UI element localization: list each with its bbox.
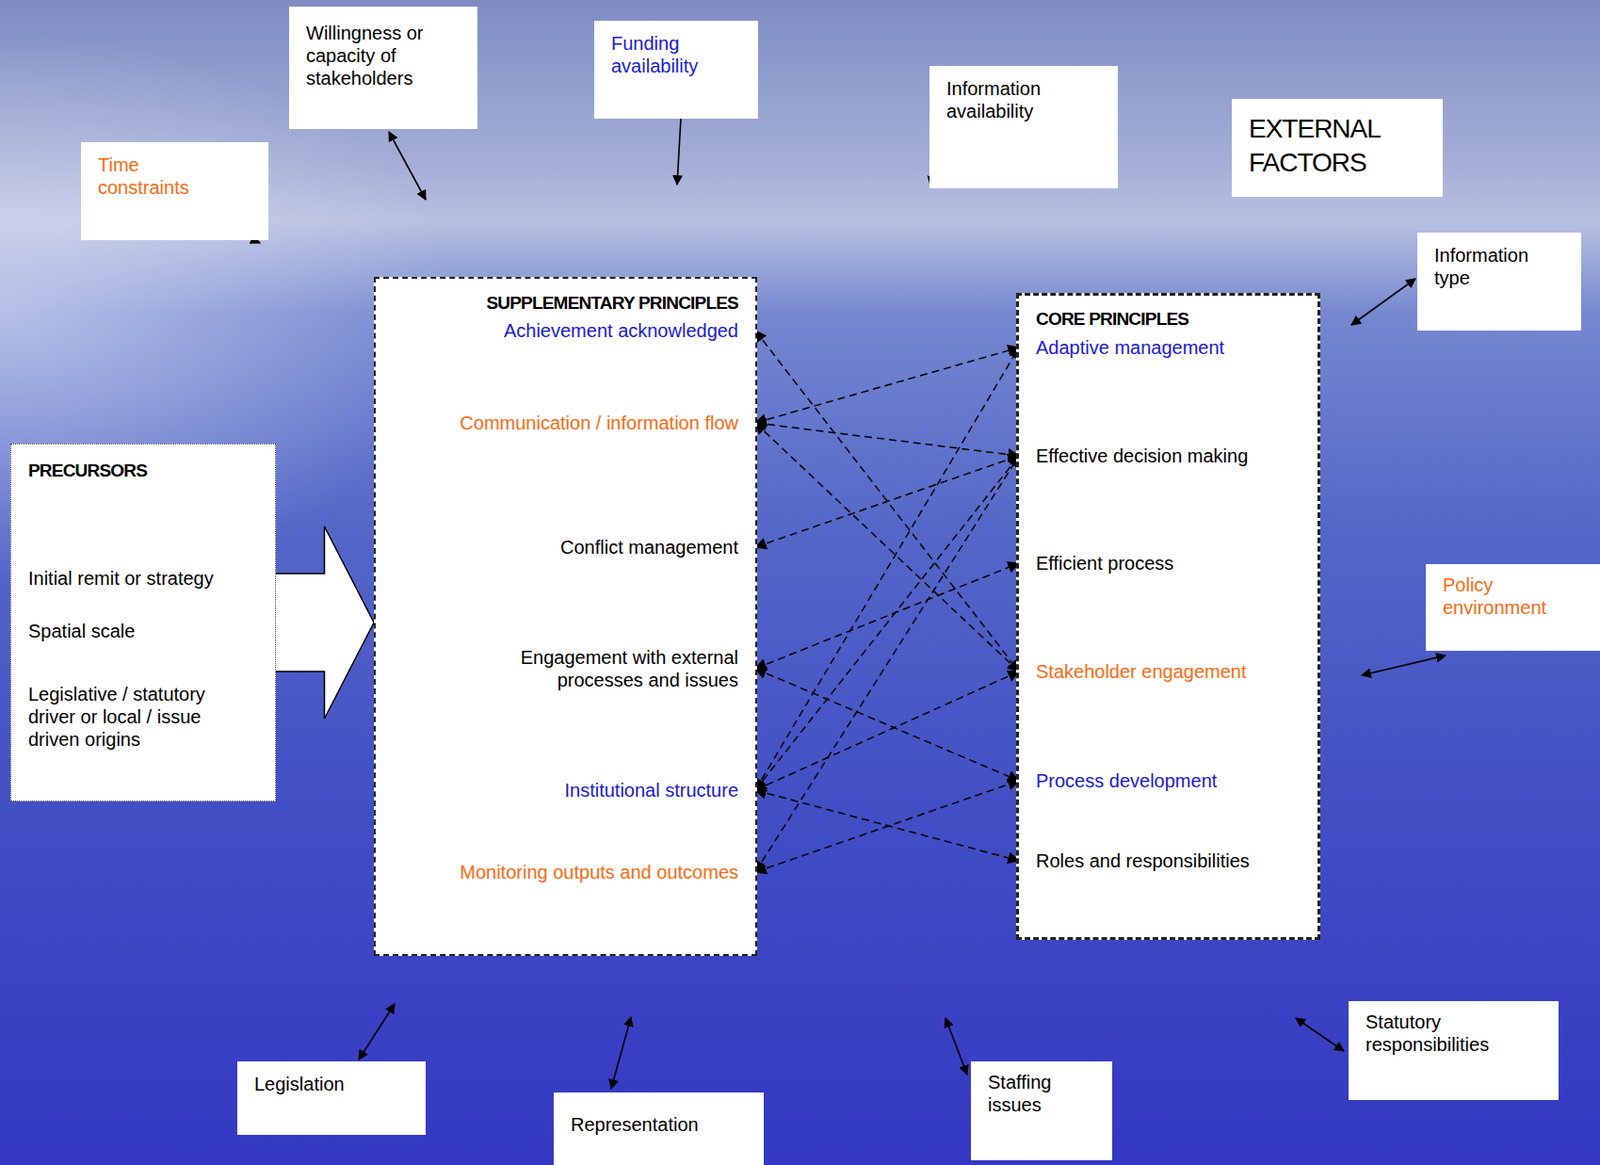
leader-arrow bbox=[945, 1018, 968, 1075]
external-factor-box: Staffing issues bbox=[970, 1061, 1113, 1161]
dashed-connector bbox=[755, 422, 1019, 672]
factor-label: Information availability bbox=[946, 77, 1088, 123]
principle-item: Monitoring outputs and outcomes bbox=[387, 860, 756, 884]
external-factor-box: Legislation bbox=[237, 1061, 426, 1135]
external-factor-box: Funding availability bbox=[594, 20, 759, 119]
precursor-box: PRECURSORS Initial remit or strategySpati… bbox=[10, 443, 276, 802]
precursor-heading: PRECURSORS bbox=[28, 459, 257, 483]
external-factor-box: Statutory responsibilities bbox=[1348, 1001, 1559, 1100]
factor-label: Funding availability bbox=[611, 32, 742, 78]
factor-label: Statutory responsibilities bbox=[1365, 1010, 1536, 1056]
principle-item: Engagement with external processes and i… bbox=[387, 646, 756, 692]
precursor-label: Legislative / statutory driver or local … bbox=[28, 682, 257, 751]
dashed-connector bbox=[755, 422, 1019, 456]
dashed-connector bbox=[755, 671, 1019, 791]
principle-label: Adaptive management bbox=[1035, 336, 1225, 359]
dashed-connector bbox=[755, 563, 1019, 669]
precursor-label: Spatial scale bbox=[28, 619, 257, 643]
principle-item: Effective decision making bbox=[1018, 444, 1307, 468]
principle-label: Effective decision making bbox=[1035, 444, 1248, 468]
principle-group-box: SUPPLEMENTARY PRINCIPLES Achievement ackn… bbox=[373, 276, 758, 956]
principle-label: Stakeholder engagement bbox=[1035, 660, 1247, 683]
group-heading: SUPPLEMENTARY PRINCIPLES bbox=[485, 292, 739, 314]
principle-item: Adaptive management bbox=[1018, 336, 1307, 359]
principle-label: Achievement acknowledged bbox=[503, 319, 739, 342]
factor-label: Policy environment bbox=[1442, 573, 1566, 619]
factor-label: Willingness or capacity of stakeholders bbox=[306, 21, 457, 90]
principle-label: Conflict management bbox=[560, 535, 739, 559]
factor-label: Time constraints bbox=[97, 153, 211, 199]
factor-label: Information type bbox=[1434, 243, 1557, 290]
principle-item: Stakeholder engagement bbox=[1018, 660, 1307, 683]
leader-arrow bbox=[358, 1003, 395, 1060]
principle-item: Communication / information flow bbox=[387, 411, 756, 435]
precursor-label: Initial remit or strategy bbox=[28, 566, 257, 590]
external-factor-box: Information type bbox=[1417, 232, 1582, 331]
principle-item: Institutional structure bbox=[387, 778, 756, 802]
external-factor-box: Information availability bbox=[929, 65, 1118, 189]
dashed-connector bbox=[755, 330, 1019, 672]
external-factor-box: Policy environment bbox=[1425, 564, 1600, 651]
factor-label: Representation bbox=[570, 1113, 747, 1136]
leader-arrow bbox=[1351, 278, 1416, 325]
factor-label: EXTERNAL FACTORS bbox=[1248, 112, 1426, 180]
principle-label: Monitoring outputs and outcomes bbox=[459, 860, 739, 884]
leader-arrow bbox=[388, 131, 426, 200]
leader-arrow bbox=[611, 1017, 631, 1089]
dashed-connector bbox=[755, 347, 1019, 791]
dashed-connector bbox=[755, 347, 1019, 423]
principle-group-box: CORE PRINCIPLES Adaptive managementEffect… bbox=[1016, 292, 1321, 940]
external-factor-box: Willingness or capacity of stakeholders bbox=[289, 6, 478, 130]
principle-item: Conflict management bbox=[387, 535, 756, 559]
group-heading: CORE PRINCIPLES bbox=[1035, 308, 1189, 330]
principle-label: Roles and responsibilities bbox=[1035, 849, 1250, 873]
principle-label: Engagement with external processes and i… bbox=[491, 646, 739, 692]
principle-label: Communication / information flow bbox=[459, 411, 739, 435]
principle-item: Efficient process bbox=[1018, 551, 1307, 575]
dashed-connector bbox=[755, 455, 1019, 548]
principle-label: Efficient process bbox=[1035, 551, 1174, 575]
external-factor-box: Representation bbox=[553, 1092, 764, 1165]
leader-arrow bbox=[1361, 655, 1446, 676]
principle-item: Achievement acknowledged bbox=[387, 319, 756, 342]
dashed-connector bbox=[755, 455, 1019, 873]
dashed-connector bbox=[755, 790, 1019, 861]
dashed-connector bbox=[755, 455, 1019, 791]
leader-arrow bbox=[1295, 1018, 1344, 1051]
dashed-connector bbox=[755, 780, 1019, 873]
principle-item: Roles and responsibilities bbox=[1018, 849, 1307, 873]
external-factor-box: Time constraints bbox=[80, 142, 269, 241]
principle-item: Process development bbox=[1018, 769, 1307, 792]
block-arrow bbox=[274, 526, 374, 719]
external-factor-box: EXTERNAL FACTORS bbox=[1231, 98, 1443, 197]
factor-label: Staffing issues bbox=[987, 1070, 1083, 1116]
factor-label: Legislation bbox=[254, 1072, 409, 1096]
principle-label: Process development bbox=[1035, 769, 1217, 792]
principle-label: Institutional structure bbox=[564, 778, 739, 802]
